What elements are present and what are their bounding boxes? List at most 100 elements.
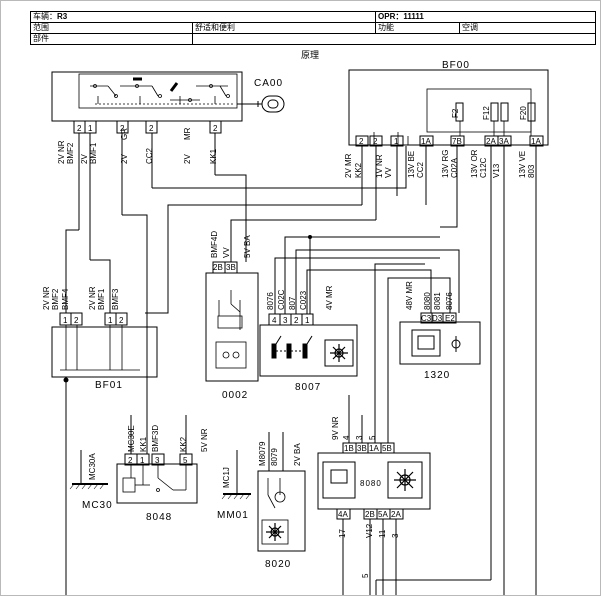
svg-text:13V BE: 13V BE — [407, 151, 416, 178]
svg-text:5: 5 — [368, 435, 377, 440]
svg-text:2: 2 — [213, 124, 218, 133]
svg-text:4: 4 — [342, 435, 351, 440]
mm01-label: MM01 — [217, 510, 249, 521]
svg-text:2B: 2B — [365, 510, 375, 519]
svg-text:3B: 3B — [226, 263, 236, 272]
svg-text:5V BA: 5V BA — [243, 235, 252, 258]
svg-text:3: 3 — [355, 435, 364, 440]
svg-text:GR: GR — [120, 128, 129, 140]
svg-text:CC2: CC2 — [416, 161, 425, 178]
svg-text:MC1J: MC1J — [222, 467, 231, 488]
svg-text:V12: V12 — [365, 523, 374, 538]
ca00-body — [51, 71, 243, 122]
svg-text:2: 2 — [359, 137, 364, 146]
diagram-type-label: 原理 — [301, 50, 319, 60]
svg-text:2: 2 — [373, 137, 378, 146]
svg-text:1: 1 — [140, 456, 145, 465]
svg-text:9V NR: 9V NR — [331, 416, 340, 440]
svg-text:VV: VV — [222, 247, 231, 258]
c1320-chip-frame — [411, 329, 441, 357]
svg-text:BMF2: BMF2 — [51, 288, 60, 310]
svg-text:BMF1: BMF1 — [89, 142, 98, 164]
svg-text:2B: 2B — [213, 263, 223, 272]
svg-text:7B: 7B — [452, 137, 462, 146]
svg-text:1A: 1A — [421, 137, 431, 146]
svg-text:8076: 8076 — [445, 292, 454, 310]
svg-text:2V NR: 2V NR — [57, 140, 66, 164]
c8007-ecu-frame — [324, 339, 354, 367]
svg-text:2V: 2V — [80, 154, 89, 164]
ca00-label: CA00 — [254, 78, 283, 89]
c8048-relay — [122, 465, 187, 493]
c8007-relays — [271, 335, 313, 359]
svg-text:2V NR: 2V NR — [88, 286, 97, 310]
svg-text:BMF4: BMF4 — [61, 288, 70, 310]
wires — [65, 133, 537, 596]
c8080-chip-frame — [322, 461, 356, 499]
key-icon — [261, 95, 285, 113]
svg-text:803: 803 — [527, 164, 536, 178]
svg-text:2V NR: 2V NR — [42, 286, 51, 310]
svg-text:BMF3D: BMF3D — [151, 425, 160, 452]
svg-text:BMF2: BMF2 — [66, 142, 75, 164]
svg-text:2: 2 — [149, 124, 154, 133]
key-hole — [267, 99, 279, 109]
svg-text:5A: 5A — [378, 510, 388, 519]
svg-text:1A: 1A — [531, 137, 541, 146]
svg-text:807: 807 — [288, 296, 297, 310]
svg-text:8081: 8081 — [433, 292, 442, 310]
svg-text:2: 2 — [77, 124, 82, 133]
svg-text:D3: D3 — [432, 314, 443, 323]
svg-text:1: 1 — [305, 316, 310, 325]
fuse-f12-label: F12 — [482, 106, 491, 120]
ground-mc30 — [72, 472, 108, 485]
svg-text:2: 2 — [120, 124, 125, 133]
wire-labels: 2V NR BMF2 BMF1 2V 2V GR CC2 2V MR KK1 2… — [42, 127, 536, 578]
svg-text:2: 2 — [128, 456, 133, 465]
bf00-body — [348, 69, 549, 146]
c8080-fan-frame — [387, 461, 423, 499]
svg-text:C12C: C12C — [479, 157, 488, 178]
opr-value: 11111 — [403, 12, 424, 22]
svg-text:3: 3 — [283, 316, 288, 325]
svg-text:2: 2 — [74, 316, 79, 325]
c8020-symbol — [261, 478, 289, 545]
c1320-body — [399, 321, 481, 365]
bf01-pins — [59, 312, 128, 326]
svg-text:M8079: M8079 — [258, 441, 267, 466]
bf00-fuses — [455, 102, 536, 122]
fuse-f20-label: F20 — [519, 106, 528, 120]
svg-text:4V MR: 4V MR — [325, 285, 334, 310]
svg-text:5: 5 — [361, 573, 370, 578]
svg-text:13V VE: 13V VE — [518, 151, 527, 178]
c1320-label: 1320 — [424, 370, 450, 381]
c0002-label: 0002 — [222, 390, 248, 401]
vehicle-label: 车辆： — [33, 12, 57, 22]
svg-text:1: 1 — [108, 316, 113, 325]
svg-text:MR: MR — [183, 127, 192, 140]
svg-text:2A: 2A — [486, 137, 496, 146]
svg-text:13V RG: 13V RG — [441, 150, 450, 178]
svg-text:3A: 3A — [499, 137, 509, 146]
svg-text:V13: V13 — [492, 163, 501, 178]
c8020-label: 8020 — [265, 559, 291, 570]
svg-text:BMF4D: BMF4D — [210, 231, 219, 258]
part-label: 部件 — [30, 33, 193, 45]
svg-text:BMF1: BMF1 — [97, 288, 106, 310]
fuse-f2-label: F2 — [451, 108, 460, 118]
svg-text:KK1: KK1 — [209, 148, 218, 164]
svg-text:2A: 2A — [391, 510, 401, 519]
fan-icon — [330, 344, 348, 362]
bf00-label: BF00 — [442, 60, 470, 71]
fan-icon-2 — [394, 469, 416, 491]
svg-text:2: 2 — [294, 316, 299, 325]
opr-label: OPR： — [378, 12, 404, 22]
svg-text:C02C: C02C — [277, 289, 286, 310]
c8020-body — [257, 470, 306, 552]
svg-text:5B: 5B — [382, 444, 392, 453]
svg-text:3: 3 — [155, 456, 160, 465]
svg-text:KK2: KK2 — [354, 162, 363, 178]
chip-icon — [417, 335, 435, 350]
svg-text:48V MR: 48V MR — [405, 281, 414, 310]
